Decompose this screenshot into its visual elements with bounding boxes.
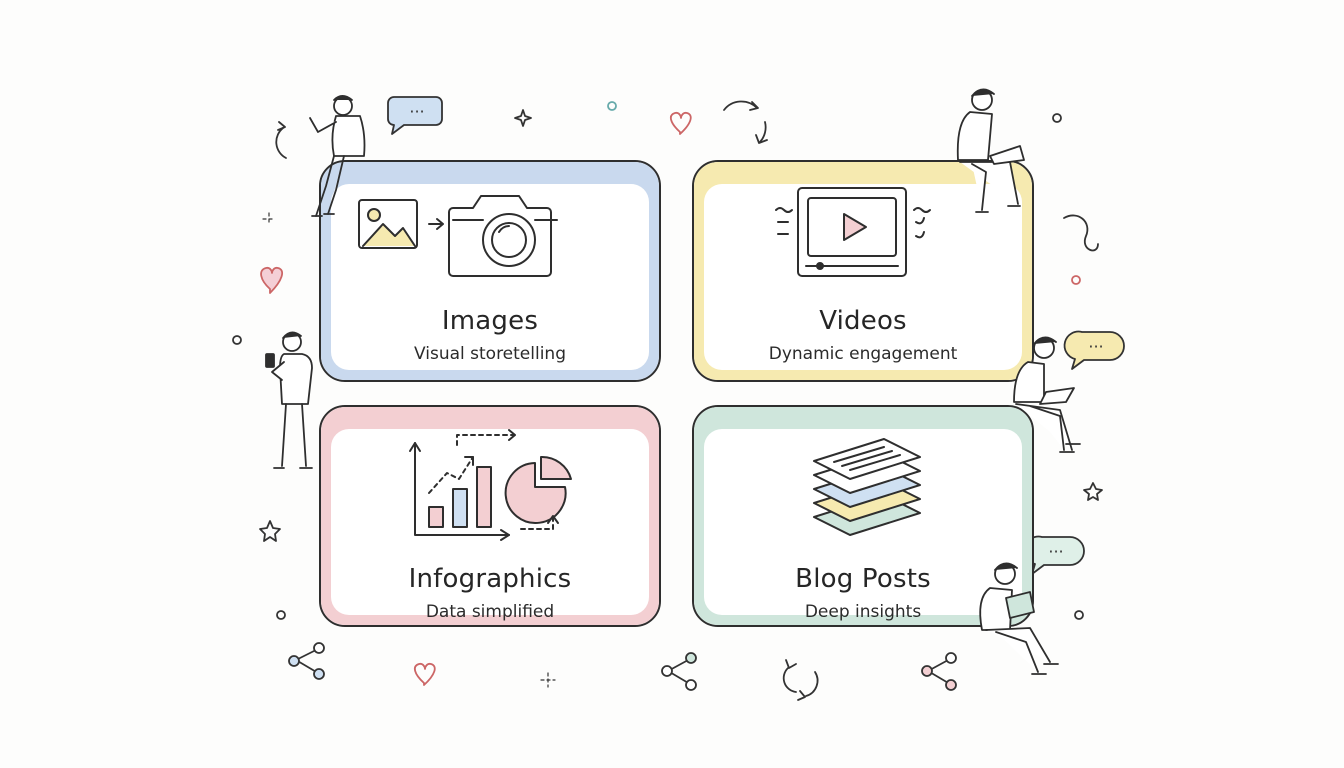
card-images: Images Visual storetelling <box>319 160 661 382</box>
heart-icon <box>669 111 692 135</box>
video-player-icon <box>775 187 931 277</box>
dot-icon <box>607 101 617 111</box>
card-subtitle: Dynamic engagement <box>768 344 958 364</box>
sparkle-icon <box>514 109 532 127</box>
speech-bubble-icon <box>387 96 443 135</box>
dot-icon <box>1074 610 1084 620</box>
person-waving-icon <box>309 95 366 217</box>
chart-icon <box>409 429 572 541</box>
dot-icon <box>276 610 286 620</box>
swirl-icon <box>1063 214 1099 252</box>
card-title: Videos <box>819 306 907 336</box>
sparkle-icon <box>540 672 556 688</box>
person-reading-icon <box>1013 336 1081 453</box>
share-icon <box>921 652 957 691</box>
card-infographics: Infographics Data simplified <box>319 405 661 627</box>
speech-bubble-text: ··· <box>1088 337 1103 356</box>
star-icon <box>1083 482 1103 501</box>
sparkle-icon <box>262 212 276 226</box>
camera-icon <box>358 195 558 277</box>
card-videos: Videos Dynamic engagement <box>692 160 1034 382</box>
heart-icon <box>413 662 436 686</box>
card-subtitle: Deep insights <box>804 602 922 622</box>
share-icon <box>661 652 697 691</box>
heart-icon <box>260 266 284 294</box>
speech-bubble-text: ··· <box>409 102 424 121</box>
star-icon <box>259 520 281 542</box>
stacked-pages-icon <box>813 438 921 536</box>
card-subtitle: Data simplified <box>425 602 555 622</box>
person-with-laptop-icon <box>956 88 1025 213</box>
dot-icon <box>232 335 242 345</box>
dot-icon <box>1071 275 1081 285</box>
share-icon <box>288 642 325 680</box>
card-title: Infographics <box>408 564 572 594</box>
card-title: Blog Posts <box>795 564 931 594</box>
person-with-phone-icon <box>265 331 313 469</box>
card-subtitle: Visual storetelling <box>413 344 566 364</box>
speech-bubble-icon <box>1063 330 1125 370</box>
person-with-book-icon <box>979 562 1059 675</box>
card-blog-posts: Blog Posts Deep insights <box>692 405 1034 627</box>
refresh-arrows-icon <box>275 100 819 701</box>
card-title: Images <box>441 306 539 336</box>
dot-icon <box>1052 113 1062 123</box>
speech-bubble-text: ··· <box>1048 542 1063 561</box>
